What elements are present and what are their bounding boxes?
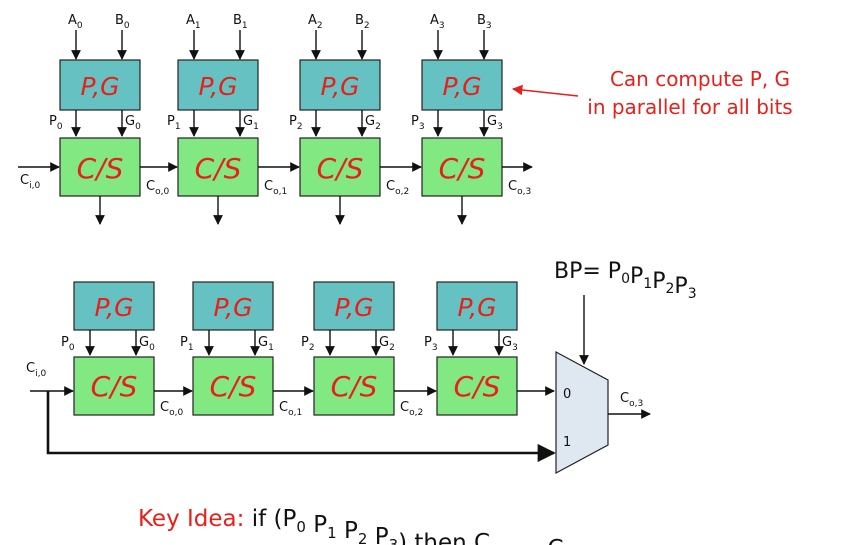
p-output-label: P0 <box>49 114 63 132</box>
note-line-1: Can compute P, G <box>610 67 790 91</box>
g-output-label: G3 <box>502 335 518 353</box>
pg-block <box>299 59 381 111</box>
p-output-label: P1 <box>167 114 181 132</box>
pg-block <box>59 59 141 111</box>
input-a-label: A2 <box>308 13 323 31</box>
pg-block-label: P,G <box>335 293 374 322</box>
p-output-label: P2 <box>289 114 303 132</box>
pg-block-label: P,G <box>81 72 120 101</box>
cs-block-label: C/S <box>454 370 501 403</box>
cs-block <box>299 137 381 197</box>
g-output-label: G1 <box>258 335 274 353</box>
bypass-mux <box>555 350 609 475</box>
carry-label: Co,0 <box>160 400 183 418</box>
pg-block <box>192 281 274 331</box>
pg-block <box>313 281 395 331</box>
cs-block-label: C/S <box>195 152 242 185</box>
g-output-label: G2 <box>365 114 381 132</box>
pg-block <box>73 281 155 331</box>
p-output-label: P3 <box>424 335 438 353</box>
pg-block <box>436 281 518 331</box>
note-arrow <box>511 84 579 97</box>
pg-block-label: P,G <box>443 72 482 101</box>
carry-label: Co,1 <box>279 400 302 418</box>
bypass-wire <box>46 391 556 463</box>
cs-block-label: C/S <box>331 370 378 403</box>
input-b-label: B0 <box>115 13 130 31</box>
cs-block <box>313 356 395 416</box>
cs-block <box>436 356 518 416</box>
input-b-label: B1 <box>233 13 248 31</box>
input-a-label: A1 <box>186 13 201 31</box>
cs-block-label: C/S <box>317 152 364 185</box>
carry-label: Co,2 <box>400 400 423 418</box>
pg-block <box>421 59 503 111</box>
carry-label: Co,2 <box>386 179 409 197</box>
g-output-label: G1 <box>243 114 259 132</box>
bp-label: BP= P0P1P2P3 <box>554 259 697 302</box>
g-output-label: G0 <box>125 114 141 132</box>
input-a-label: A3 <box>430 13 445 31</box>
g-output-label: G3 <box>487 114 503 132</box>
cs-block-label: C/S <box>210 370 257 403</box>
cs-block <box>192 356 274 416</box>
input-a-label: A0 <box>68 13 83 31</box>
pg-block-label: P,G <box>214 293 253 322</box>
carry-in-label: Ci,0 <box>20 173 40 191</box>
carry-label: Co,1 <box>264 179 287 197</box>
note-line-2: in parallel for all bits <box>587 95 792 119</box>
mux-output-label: Co,3 <box>620 391 643 409</box>
pg-block-label: P,G <box>321 72 360 101</box>
pg-block <box>177 59 259 111</box>
g-output-label: G0 <box>139 335 155 353</box>
carry-in-label: Ci,0 <box>26 361 46 379</box>
pg-block-label: P,G <box>458 293 497 322</box>
p-output-label: P0 <box>61 335 75 353</box>
cs-block-label: C/S <box>77 152 124 185</box>
p-output-label: P1 <box>180 335 194 353</box>
cs-block <box>73 356 155 416</box>
cs-block-label: C/S <box>439 152 486 185</box>
carry-label: Co,3 <box>508 179 531 197</box>
mux-input-0-label: 0 <box>563 387 571 402</box>
cs-block <box>421 137 503 197</box>
pg-block-label: P,G <box>199 72 238 101</box>
annotations: Key Idea: if (P0 P1 P2 P3) then Co,3 = C… <box>138 506 582 545</box>
input-b-label: B2 <box>355 13 370 31</box>
p-output-label: P2 <box>301 335 315 353</box>
key-idea-text: Key Idea: if (P0 P1 P2 P3) then Co,3 = C… <box>138 506 582 545</box>
carry-label: Co,0 <box>146 179 169 197</box>
mux-input-1-label: 1 <box>563 435 571 450</box>
input-b-label: B3 <box>477 13 492 31</box>
p-output-label: P3 <box>411 114 425 132</box>
g-output-label: G2 <box>379 335 395 353</box>
cs-block-label: C/S <box>91 370 138 403</box>
pg-block-label: P,G <box>95 293 134 322</box>
